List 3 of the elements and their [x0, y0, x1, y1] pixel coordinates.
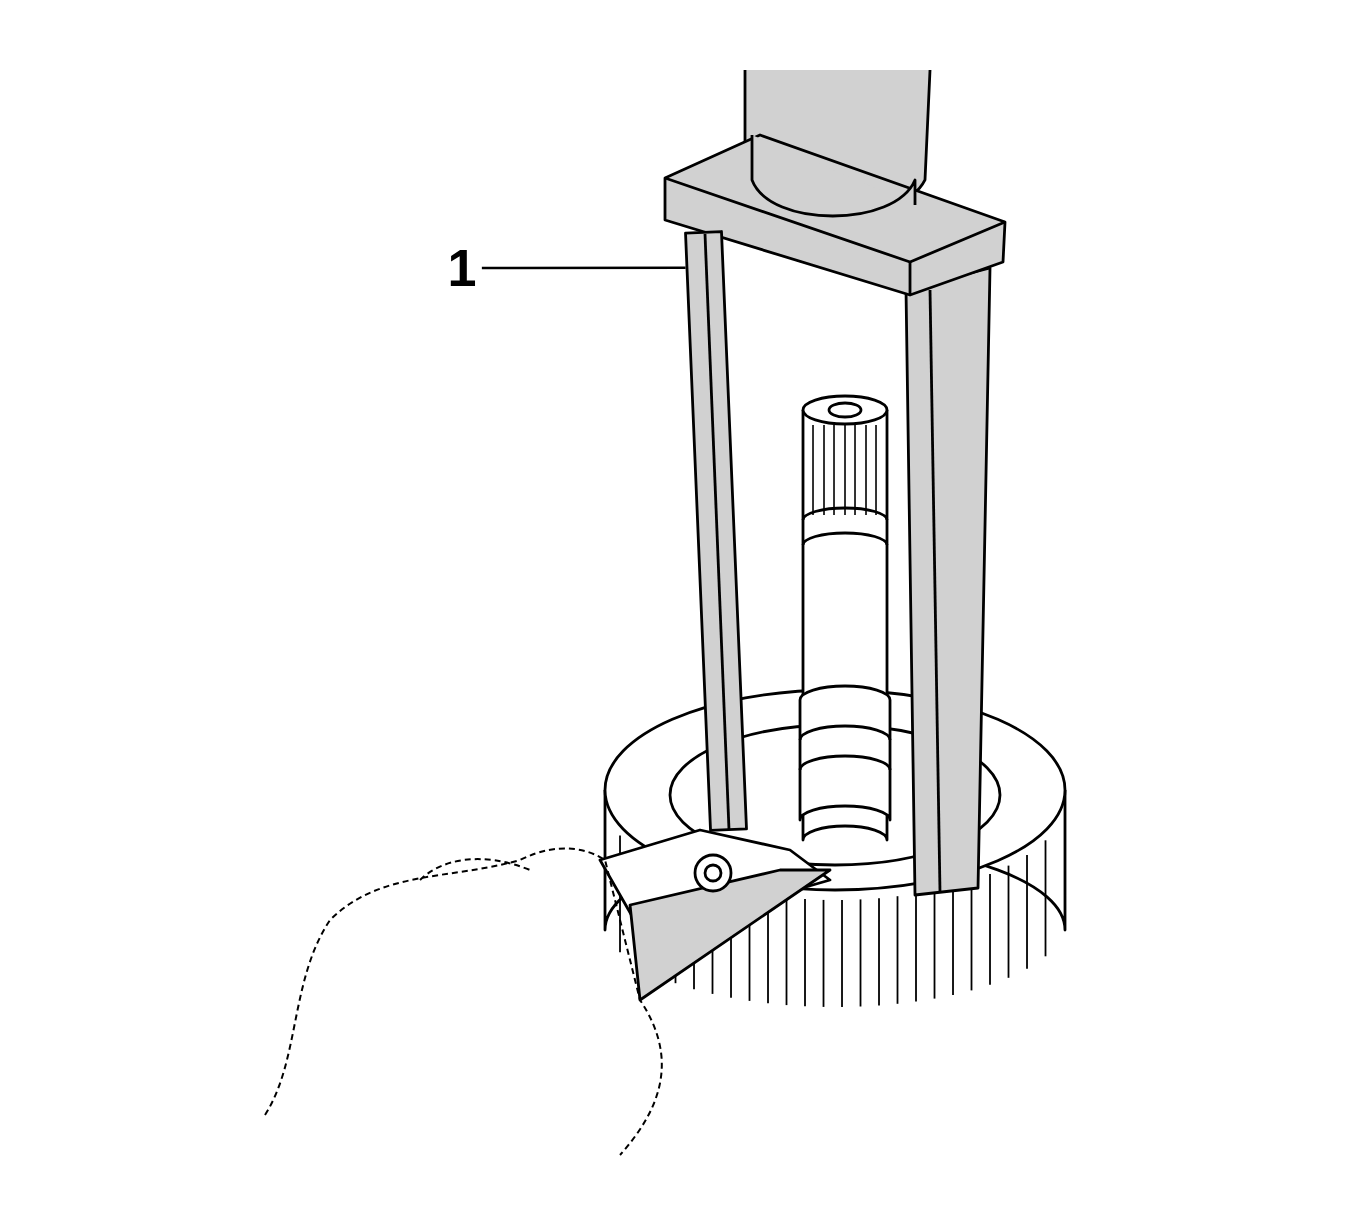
- tool-leg: [684, 230, 748, 832]
- callout-number: 1: [450, 250, 476, 286]
- leader-line: [481, 266, 686, 270]
